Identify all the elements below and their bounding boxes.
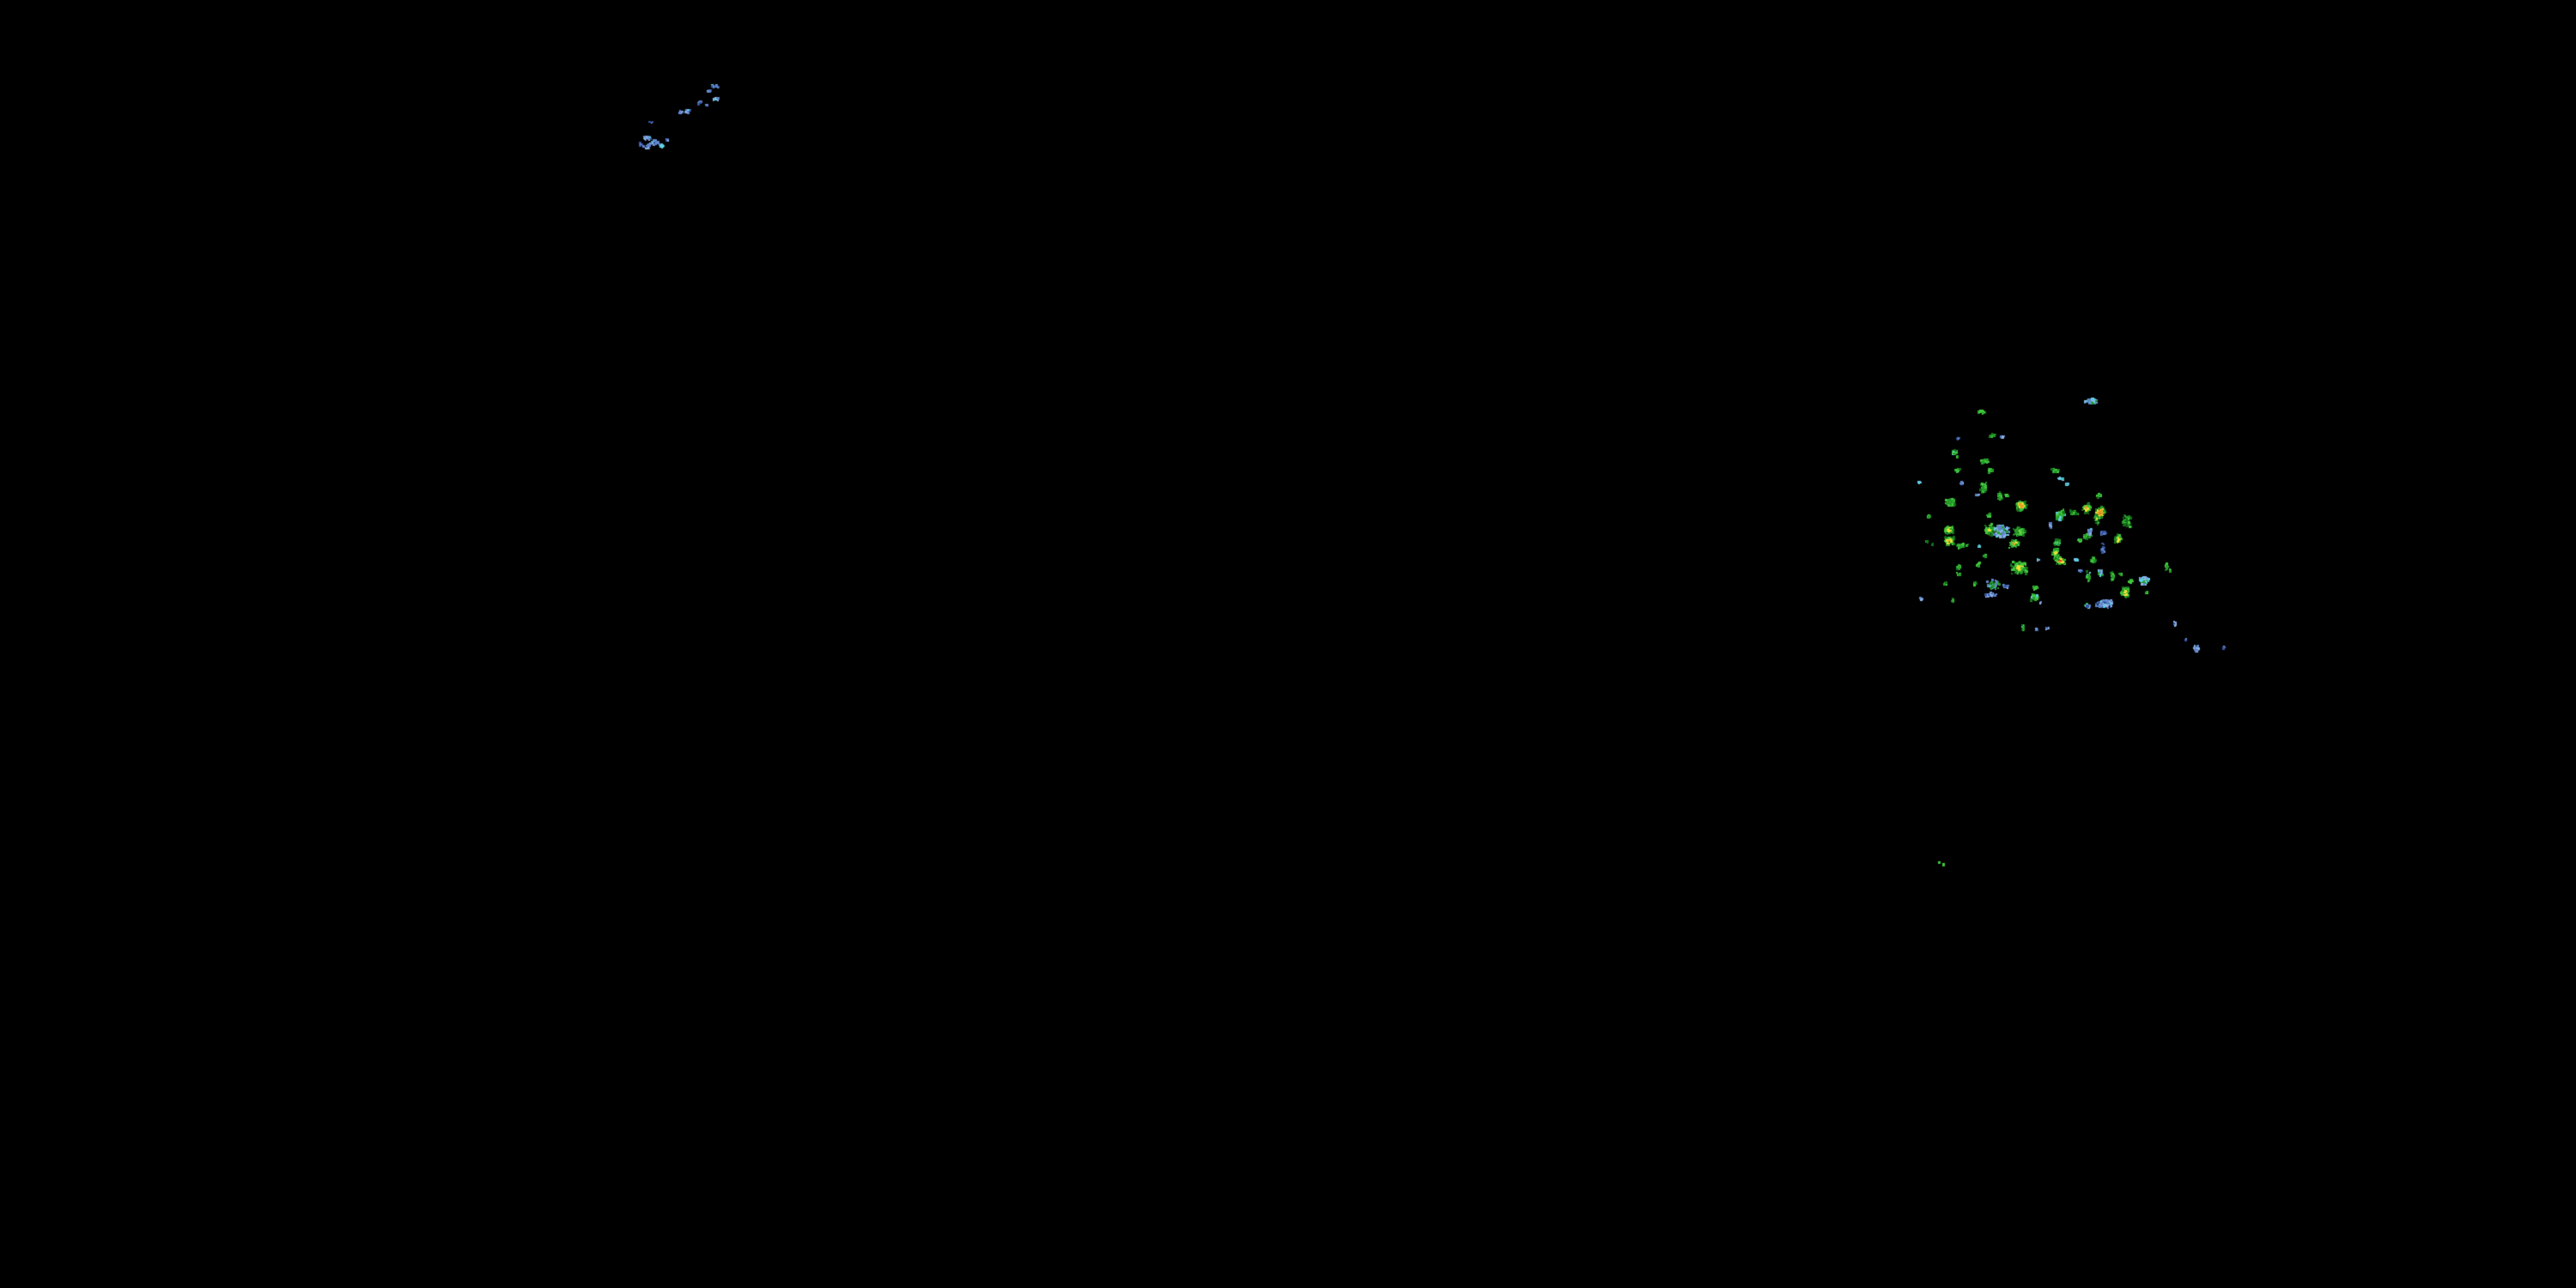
radar-display — [0, 0, 2576, 1288]
radar-echoes-canvas — [0, 0, 2576, 1288]
